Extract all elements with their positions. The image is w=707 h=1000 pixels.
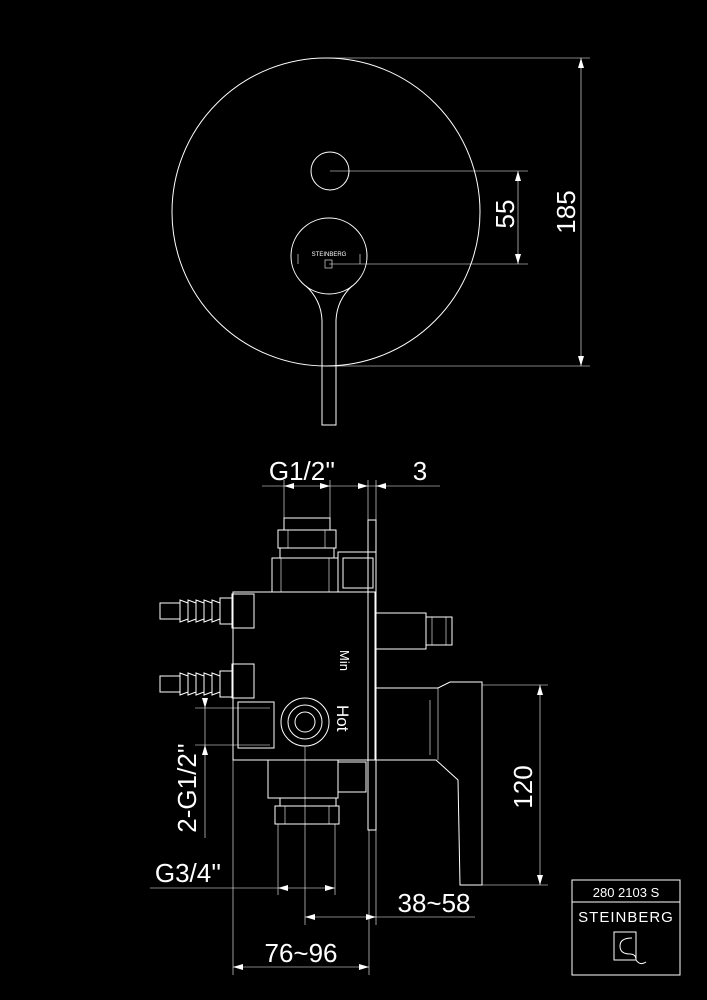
dim-185: 185 xyxy=(326,57,590,367)
article-number: 280 2103 S xyxy=(593,885,660,900)
dim-120: 120 xyxy=(482,684,548,886)
hot-label: Hot xyxy=(333,705,352,732)
title-block: 280 2103 S STEINBERG xyxy=(571,879,681,976)
dim-g12-top-label: G1/2'' xyxy=(269,456,335,486)
lever-handle xyxy=(305,285,353,426)
dim-g12-top: G1/2'' xyxy=(262,456,385,518)
dim-3: 3 xyxy=(358,456,440,520)
dim-55: 55 xyxy=(329,170,528,265)
dim-g34: G3/4'' xyxy=(150,824,336,895)
lever-hub xyxy=(290,217,368,295)
dim-3-label: 3 xyxy=(413,456,427,486)
dim-120-label: 120 xyxy=(508,765,538,808)
lever-side xyxy=(375,681,483,886)
dim-76-96: 76~96 xyxy=(232,760,370,975)
dim-55-label: 55 xyxy=(490,200,520,229)
title-block-brand: STEINBERG xyxy=(578,909,674,926)
top-inlet-nut xyxy=(277,529,337,549)
dim-2g12: 2-G1/2'' xyxy=(172,698,270,838)
dim-185-label: 185 xyxy=(551,190,581,233)
min-label: Min xyxy=(337,650,352,671)
dim-g34-label: G3/4'' xyxy=(155,858,221,888)
dim-76-96-label: 76~96 xyxy=(264,938,337,968)
diverter-stem xyxy=(375,612,427,650)
dim-38-58-label: 38~58 xyxy=(397,888,470,918)
side-cover-plate xyxy=(367,519,377,831)
side-view: Min Hot xyxy=(150,456,548,975)
steinberg-logo xyxy=(613,931,647,965)
outlet-upper-barb xyxy=(159,593,255,629)
dim-38-58: 38~58 xyxy=(304,746,475,925)
dim-2g12-label: 2-G1/2'' xyxy=(172,743,202,832)
cover-plate xyxy=(171,57,481,367)
brand-mark-text: STEINBERG xyxy=(312,252,347,258)
outlet-lower-barb xyxy=(159,663,255,699)
front-view: STEINBERG 185 55 xyxy=(171,57,590,426)
bottom-outlet-nut xyxy=(274,805,340,825)
